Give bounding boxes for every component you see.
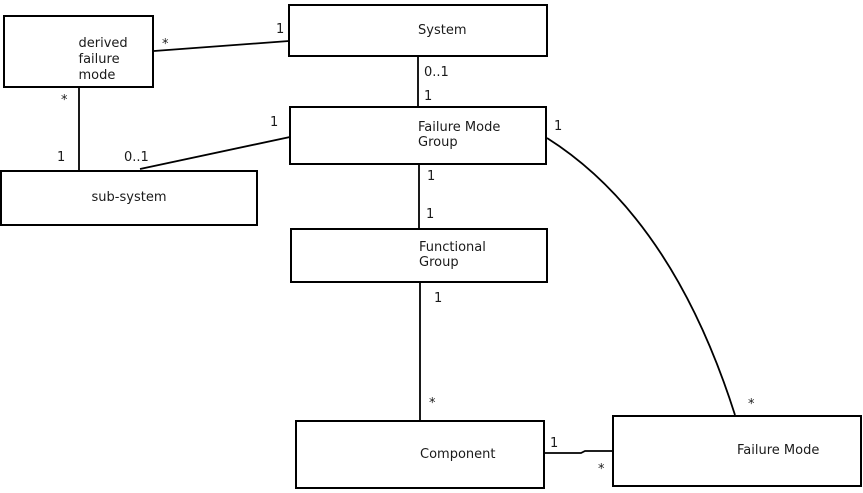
multiplicity-subsystem-fmg-target: 1 — [270, 115, 278, 130]
node-functional-group: Functional Group — [290, 228, 548, 283]
multiplicity-dfm-system-target: 1 — [276, 22, 284, 37]
multiplicity-fmg-fm-target: * — [748, 397, 755, 412]
edge-derived-failure-mode-to-system — [153, 40, 290, 52]
multiplicity-fg-component-target: * — [429, 396, 436, 411]
multiplicity-system-fmg-target: 1 — [424, 89, 432, 104]
multiplicity-fmg-fg-target: 1 — [426, 207, 434, 222]
multiplicity-system-fmg-source: 0..1 — [424, 65, 449, 80]
node-label-derived-failure-mode: derived failure mode — [78, 36, 128, 84]
multiplicity-fmg-fm-source: 1 — [554, 119, 562, 134]
multiplicity-dfm-subsystem-source: * — [61, 93, 68, 108]
edge-sub-system-to-failure-mode-group — [139, 136, 291, 170]
multiplicity-component-fm-target: * — [598, 462, 605, 477]
node-label-failure-mode-group: Failure Mode Group — [418, 119, 501, 151]
multiplicity-subsystem-fmg-source: 0..1 — [124, 150, 149, 165]
node-derived-failure-mode: derived failure mode — [3, 15, 154, 88]
node-sub-system: sub-system — [0, 170, 258, 226]
multiplicity-dfm-subsystem-target: 1 — [57, 150, 65, 165]
multiplicity-fg-component-source: 1 — [434, 291, 442, 306]
node-label-functional-group: Functional Group — [419, 239, 486, 271]
node-component: Component — [295, 420, 545, 489]
multiplicity-fmg-fg-source: 1 — [427, 169, 435, 184]
node-failure-mode-group: Failure Mode Group — [289, 106, 547, 165]
edge-failure-mode-group-to-failure-mode — [546, 137, 736, 416]
node-system: System — [288, 4, 548, 57]
node-label-failure-mode: Failure Mode — [737, 443, 820, 459]
multiplicity-dfm-system-source: * — [162, 37, 169, 52]
node-label-component: Component — [420, 446, 496, 462]
node-failure-mode: Failure Mode — [612, 415, 862, 487]
node-label-sub-system: sub-system — [91, 190, 167, 206]
multiplicity-component-fm-source: 1 — [550, 436, 558, 451]
edge-component-to-failure-mode — [545, 450, 612, 454]
node-label-system: System — [418, 22, 467, 38]
